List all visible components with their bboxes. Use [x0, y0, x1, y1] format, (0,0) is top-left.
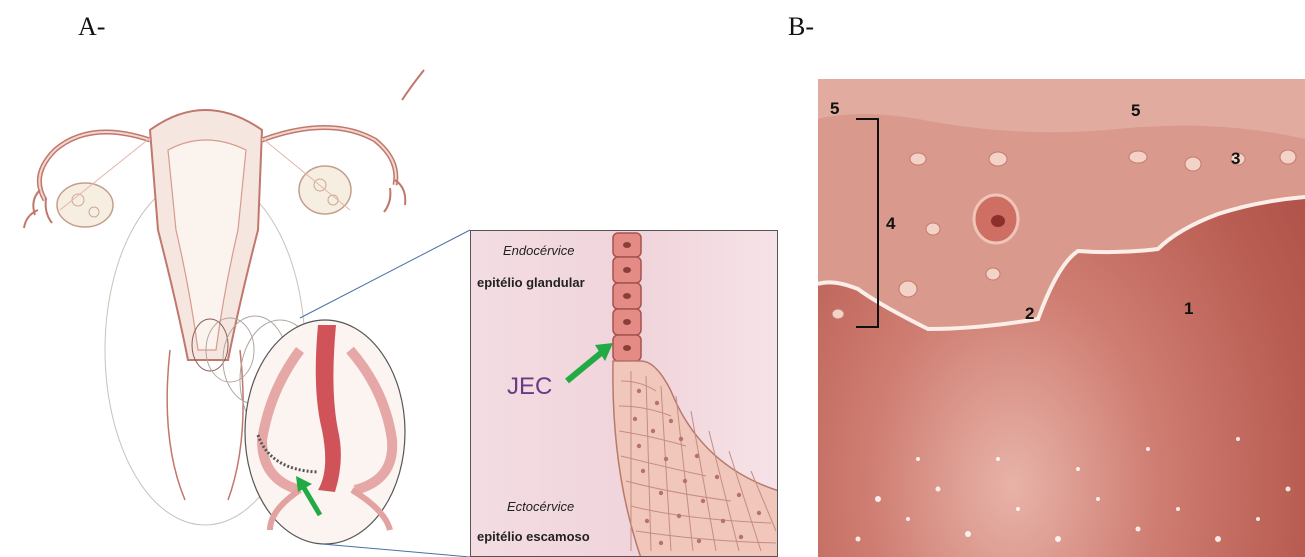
- label-1: 1: [1184, 299, 1193, 319]
- label-2: 2: [1025, 304, 1034, 324]
- endocervix-epithelium-label: epitélio glandular: [477, 275, 585, 290]
- panel-b-label: B-: [788, 12, 814, 42]
- ectocervix-epithelium-label: epitélio escamoso: [477, 529, 590, 544]
- uterus-anatomy-illustration: [0, 60, 470, 557]
- label-5-left: 5: [830, 99, 839, 119]
- colposcopy-photo: 5 5 3 4 2 1: [818, 79, 1305, 557]
- label-5-right: 5: [1131, 101, 1140, 121]
- junction-inset: Endocérvice epitélio glandular JEC Ectoc…: [470, 230, 778, 557]
- label-4: 4: [886, 214, 895, 234]
- endocervix-title: Endocérvice: [503, 243, 575, 258]
- junction-label: JEC: [507, 373, 552, 401]
- label-3: 3: [1231, 149, 1240, 169]
- ectocervix-title: Ectocérvice: [507, 499, 574, 514]
- panel-a-label: A-: [78, 12, 105, 42]
